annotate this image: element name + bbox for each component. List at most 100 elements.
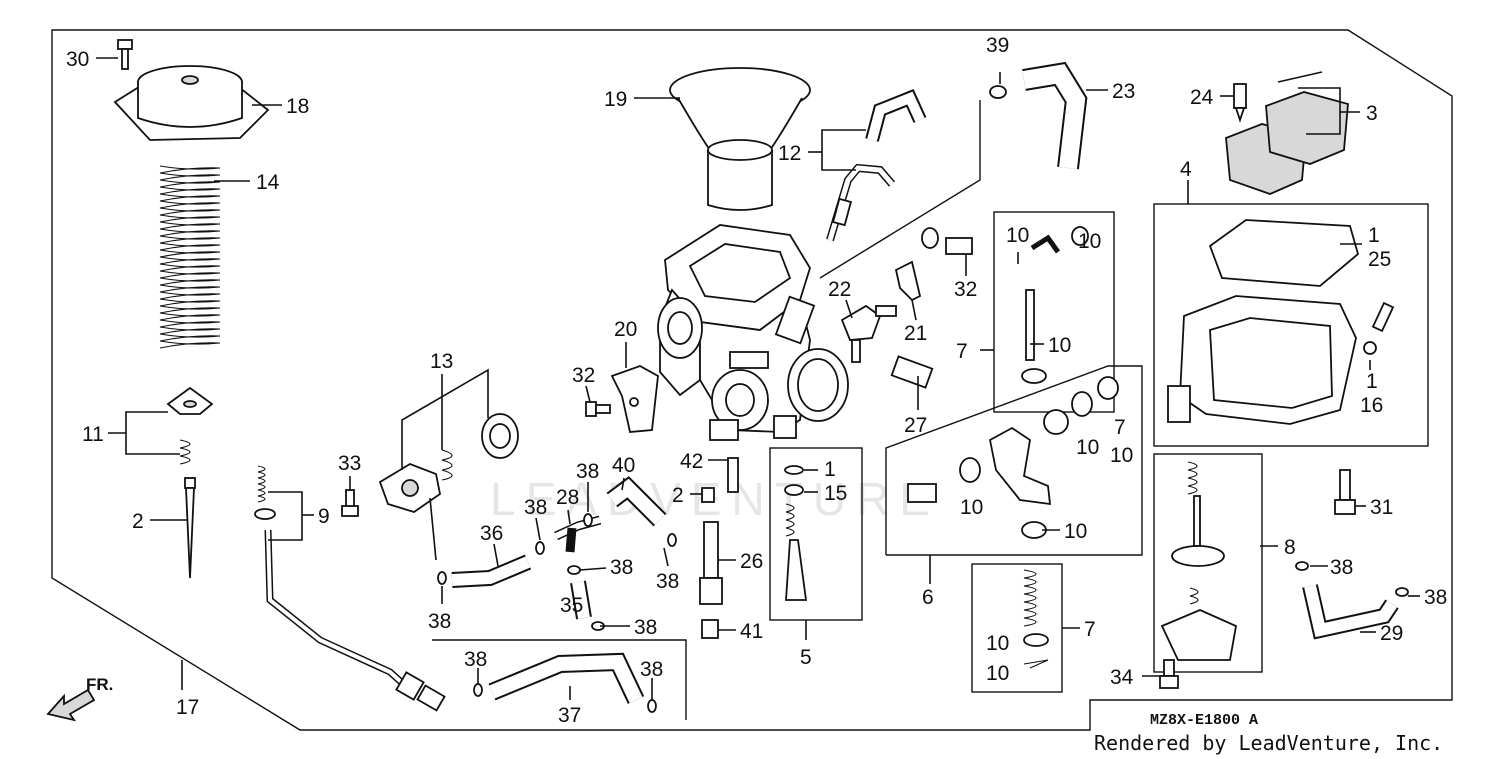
part-clips-38 xyxy=(437,513,1409,713)
callout-20: 20 xyxy=(614,318,637,341)
part-jet-2 xyxy=(701,487,715,503)
part-jet-needle-2 xyxy=(184,477,196,579)
part-hose-40 xyxy=(606,476,667,527)
callout-6: 6 xyxy=(922,586,934,609)
part-tube-12 xyxy=(826,89,927,242)
callout-5: 5 xyxy=(800,646,812,669)
part-throttle-lever-6 xyxy=(907,376,1119,539)
callout-4: 4 xyxy=(1180,158,1192,181)
callout-38-j: 38 xyxy=(640,658,663,681)
callout-11: 11 xyxy=(82,423,104,446)
part-top-cover-18 xyxy=(113,65,270,141)
group-box-5 xyxy=(769,447,863,621)
attach-line-39 xyxy=(819,100,981,279)
front-direction-label: FR. xyxy=(86,675,113,694)
callout-38-e: 38 xyxy=(656,570,679,593)
callout-labels: 30 18 14 11 2 9 17 19 12 39 23 24 3 4 1 … xyxy=(66,34,1447,727)
callout-31: 31 xyxy=(1370,496,1393,519)
drawing-code: MZ8X-E1800 A xyxy=(1150,712,1258,729)
part-hose-35 xyxy=(570,580,592,620)
callout-38-a: 38 xyxy=(524,496,547,519)
part-accelerator-pump-8 xyxy=(1160,461,1238,661)
callout-30: 30 xyxy=(66,48,89,71)
group-box-37 xyxy=(432,639,687,720)
group-box-6 xyxy=(885,365,1143,556)
part-spring-27 xyxy=(890,355,934,389)
callout-7-mid: 7 xyxy=(1114,416,1126,439)
callout-23: 23 xyxy=(1112,80,1135,103)
part-bolt-31 xyxy=(1334,469,1356,515)
callout-2-left: 2 xyxy=(132,510,144,533)
part-screw-1-16 xyxy=(1363,301,1395,355)
callout-37: 37 xyxy=(558,704,581,727)
callout-28: 28 xyxy=(556,486,579,509)
part-hose-36 xyxy=(451,554,532,588)
callout-24: 24 xyxy=(1190,86,1214,109)
part-needle-holder-11 xyxy=(166,386,214,465)
callout-7-lower: 7 xyxy=(1084,618,1096,641)
part-bracket-20 xyxy=(610,365,659,433)
callout-12: 12 xyxy=(778,142,801,165)
callout-14: 14 xyxy=(256,171,280,194)
callout-3: 3 xyxy=(1366,102,1378,125)
callout-21: 21 xyxy=(904,322,927,345)
callout-10-g: 10 xyxy=(1064,520,1087,543)
render-credit: Rendered by LeadVenture, Inc. xyxy=(1094,731,1443,755)
callout-38-f: 38 xyxy=(428,610,451,633)
part-jet-42 xyxy=(727,457,739,493)
callout-13: 13 xyxy=(430,350,453,373)
callout-7-upper: 7 xyxy=(956,340,968,363)
callout-34: 34 xyxy=(1110,666,1134,689)
part-gasket-25 xyxy=(1208,219,1360,287)
part-screw-33 xyxy=(341,489,359,517)
callout-36: 36 xyxy=(480,522,503,545)
part-spring-7 xyxy=(1023,569,1049,669)
callout-17: 17 xyxy=(176,696,199,719)
callout-8: 8 xyxy=(1284,536,1296,559)
part-hose-23 xyxy=(1022,61,1088,170)
callout-10-h: 10 xyxy=(986,632,1009,655)
callout-18: 18 xyxy=(286,95,309,118)
callout-1-mid: 1 xyxy=(824,458,836,481)
callout-35: 35 xyxy=(560,594,583,617)
part-link-rod-7 xyxy=(1021,226,1089,384)
part-screw-30 xyxy=(117,39,133,70)
part-clip-39 xyxy=(989,85,1007,99)
callout-32-right: 32 xyxy=(954,278,977,301)
callout-10-c: 10 xyxy=(1048,334,1071,357)
callout-10-i: 10 xyxy=(986,662,1009,685)
part-screw-32-right xyxy=(921,227,973,255)
callout-38-b: 38 xyxy=(576,460,599,483)
callout-40: 40 xyxy=(612,454,635,477)
callout-19: 19 xyxy=(604,88,627,111)
part-lever-21 xyxy=(894,260,922,302)
callout-2-mid: 2 xyxy=(672,484,684,507)
callout-38-h: 38 xyxy=(1424,586,1447,609)
callout-38-g: 38 xyxy=(1330,556,1353,579)
callout-41: 41 xyxy=(740,620,763,643)
part-float-chamber xyxy=(1167,295,1357,425)
callout-1-lower-right: 1 xyxy=(1366,370,1378,393)
callout-10-a: 10 xyxy=(1006,224,1029,247)
part-needle-assembly-5 xyxy=(784,465,808,601)
callout-29: 29 xyxy=(1380,622,1403,645)
part-screw-34 xyxy=(1159,659,1179,689)
callout-42: 42 xyxy=(680,450,703,473)
part-diaphragm-19 xyxy=(669,67,811,211)
callout-22: 22 xyxy=(828,278,851,301)
group-box-4 xyxy=(1153,203,1429,447)
group-box-8 xyxy=(1153,453,1263,673)
callout-32-left: 32 xyxy=(572,364,595,387)
callout-38-d: 38 xyxy=(634,616,657,639)
callout-25: 25 xyxy=(1368,248,1391,271)
callout-15: 15 xyxy=(824,482,847,505)
callout-38-c: 38 xyxy=(610,556,633,579)
callout-39: 39 xyxy=(986,34,1009,57)
callout-33: 33 xyxy=(338,452,361,475)
part-spring-14 xyxy=(159,165,221,349)
callout-10-e: 10 xyxy=(1110,444,1133,467)
part-choke-cable-17 xyxy=(264,529,446,712)
callout-27: 27 xyxy=(904,414,927,437)
part-carburetor-body xyxy=(657,224,849,441)
leader-lines xyxy=(96,57,1420,700)
